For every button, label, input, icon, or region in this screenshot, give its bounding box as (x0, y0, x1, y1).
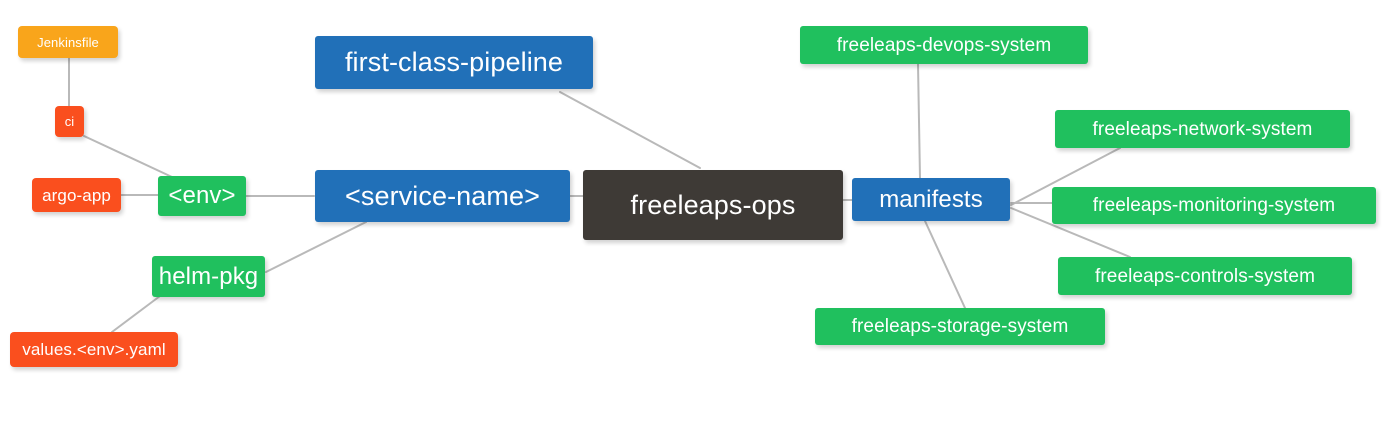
node-root[interactable]: freeleaps-ops (583, 170, 843, 240)
node-label: helm-pkg (158, 262, 259, 290)
node-devops[interactable]: freeleaps-devops-system (800, 26, 1088, 64)
node-values[interactable]: values.<env>.yaml (10, 332, 178, 367)
edge-helm-to-values (111, 295, 161, 333)
node-controls[interactable]: freeleaps-controls-system (1058, 257, 1352, 295)
node-label: <env> (168, 182, 236, 209)
edge-ci-to-env (83, 135, 173, 178)
node-label: Jenkinsfile (37, 34, 99, 50)
node-service[interactable]: <service-name> (315, 170, 570, 222)
node-helm[interactable]: helm-pkg (152, 256, 265, 297)
node-ci[interactable]: ci (55, 106, 84, 137)
node-monitoring[interactable]: freeleaps-monitoring-system (1052, 187, 1376, 224)
node-label: freeleaps-storage-system (851, 316, 1069, 337)
node-jenkins[interactable]: Jenkinsfile (18, 26, 118, 58)
node-network[interactable]: freeleaps-network-system (1055, 110, 1350, 148)
node-label: freeleaps-monitoring-system (1092, 195, 1336, 216)
node-label: values.<env>.yaml (22, 340, 166, 359)
node-label: <service-name> (345, 180, 540, 211)
node-argo[interactable]: argo-app (32, 178, 121, 212)
edge-manifests-to-storage (924, 220, 966, 309)
node-pipeline[interactable]: first-class-pipeline (315, 36, 593, 89)
node-label: manifests (879, 185, 983, 213)
node-label: first-class-pipeline (344, 47, 564, 77)
node-label: freeleaps-network-system (1092, 118, 1313, 140)
edge-manifests-to-devops (917, 63, 921, 179)
edge-pipeline-to-root (559, 91, 701, 169)
node-storage[interactable]: freeleaps-storage-system (815, 308, 1105, 345)
node-label: argo-app (42, 185, 111, 205)
node-label: freeleaps-devops-system (836, 34, 1052, 56)
edge-service-to-helm (265, 221, 367, 273)
node-label: freeleaps-controls-system (1094, 265, 1316, 287)
node-manifests[interactable]: manifests (852, 178, 1010, 221)
node-env[interactable]: <env> (158, 176, 246, 216)
node-label: freeleaps-ops (630, 189, 796, 220)
node-label: ci (64, 114, 75, 129)
